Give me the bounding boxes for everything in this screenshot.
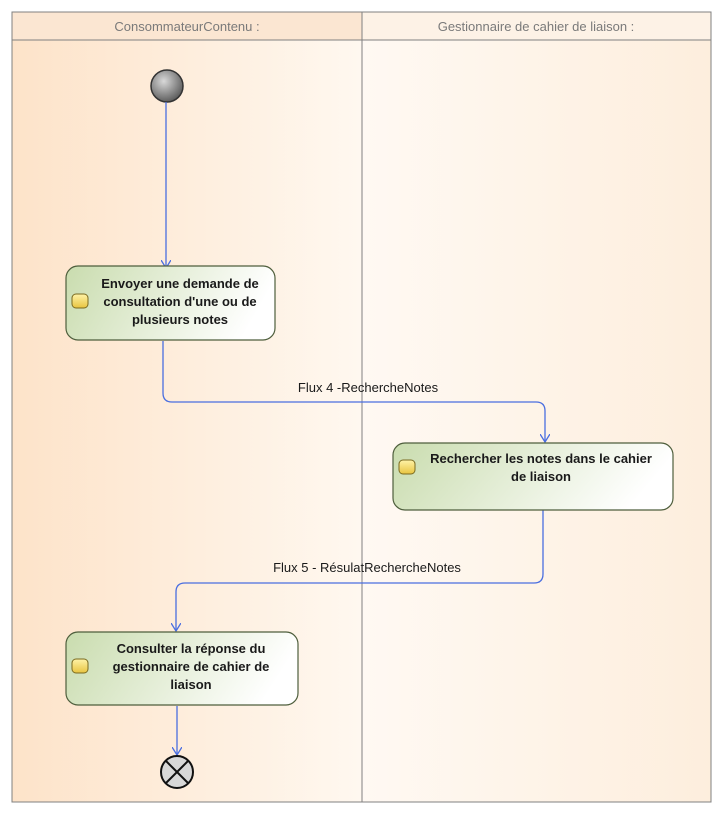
swimlane-header-left	[12, 12, 362, 40]
action-pin-icon	[71, 293, 89, 309]
activity-label-line-3: liaison	[170, 677, 211, 692]
activity-label-line-1: Consulter la réponse du	[117, 641, 266, 656]
flow-label-5: Flux 5 - RésulatRechercheNotes	[273, 560, 461, 575]
activity-label-line-2: consultation d'une ou de	[103, 294, 256, 309]
activity-envoyer-demande[interactable]: Envoyer une demande de consultation d'un…	[65, 265, 276, 341]
activity-label-line-2: gestionnaire de cahier de	[113, 659, 270, 674]
activity-label-line-2: de liaison	[511, 469, 571, 484]
flow-label-4: Flux 4 -RechercheNotes	[298, 380, 439, 395]
swimlane-header-right	[362, 12, 711, 40]
flow-final-cross-b	[165, 760, 189, 784]
activity-label-line-3: plusieurs notes	[132, 312, 228, 327]
activity-consulter-reponse[interactable]: Consulter la réponse du gestionnaire de …	[65, 631, 299, 706]
diagram-frame	[11, 11, 712, 803]
activity-label-line-1: Rechercher les notes dans le cahier	[430, 451, 652, 466]
flow-5-resultat-recherche-notes[interactable]	[176, 510, 544, 631]
flow-final-node[interactable]	[160, 755, 194, 789]
initial-node[interactable]	[150, 69, 184, 103]
activity-box[interactable]	[65, 631, 299, 706]
swimlane-title-consommateur: ConsommateurContenu :	[114, 19, 259, 34]
activity-label-line-1: Envoyer une demande de	[101, 276, 259, 291]
activity-rechercher-notes[interactable]: Rechercher les notes dans le cahier de l…	[392, 442, 674, 511]
activity-box[interactable]	[65, 265, 276, 341]
swimlane-gestionnaire	[362, 12, 711, 802]
activity-box[interactable]	[392, 442, 674, 511]
action-pin-icon	[71, 658, 89, 674]
flow-4-recherche-notes[interactable]	[162, 341, 545, 442]
swimlane-title-gestionnaire: Gestionnaire de cahier de liaison :	[438, 19, 635, 34]
action-pin-icon	[398, 459, 416, 475]
